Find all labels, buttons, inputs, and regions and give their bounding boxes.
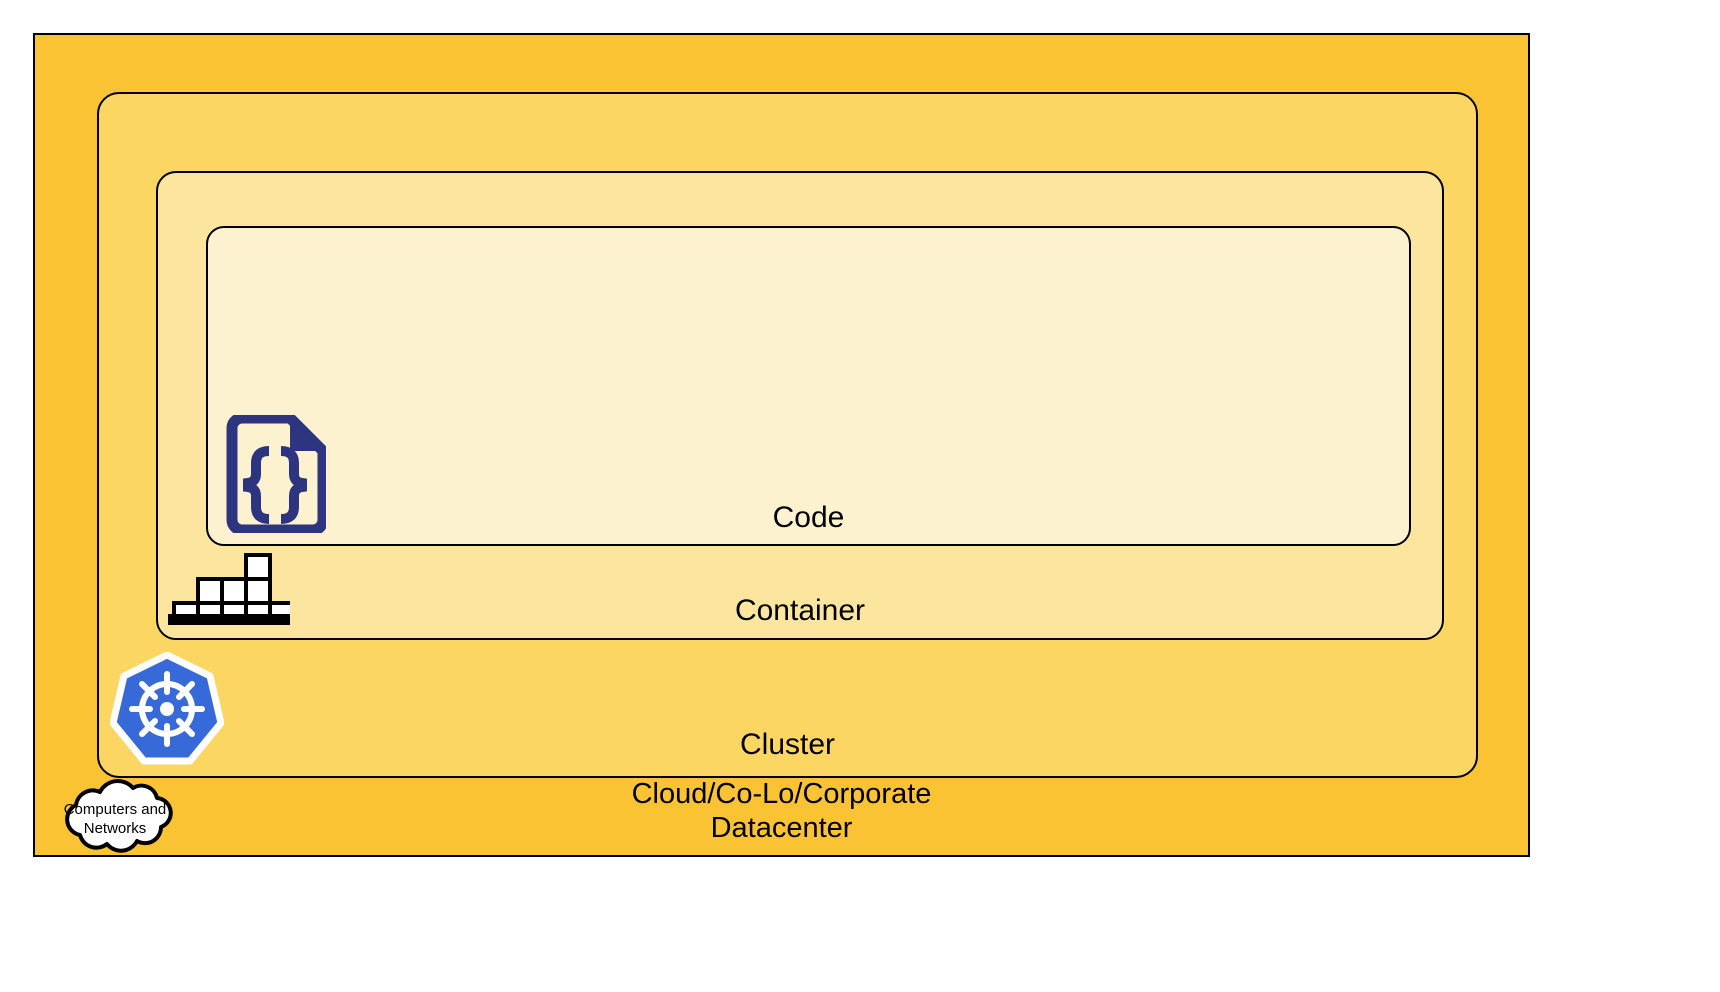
layer-label-datacenter: Cloud/Co-Lo/Corporate Datacenter — [631, 778, 932, 844]
container-blocks-icon — [168, 553, 296, 629]
layer-label-code: Code — [772, 500, 845, 534]
kubernetes-icon — [109, 651, 225, 766]
cloud-network-icon: Computers and Networks — [42, 775, 188, 863]
layer-container[interactable]: Code Container — [156, 171, 1444, 640]
layer-label-cluster: Cluster — [739, 727, 836, 761]
layer-datacenter[interactable]: Code Container Cluster Cloud/Co-Lo/Corpo… — [33, 33, 1530, 857]
code-file-icon — [222, 412, 329, 536]
layer-code[interactable]: Code — [206, 226, 1411, 546]
layer-cluster[interactable]: Code Container Cluster — [97, 92, 1478, 778]
layer-label-container: Container — [734, 593, 866, 627]
